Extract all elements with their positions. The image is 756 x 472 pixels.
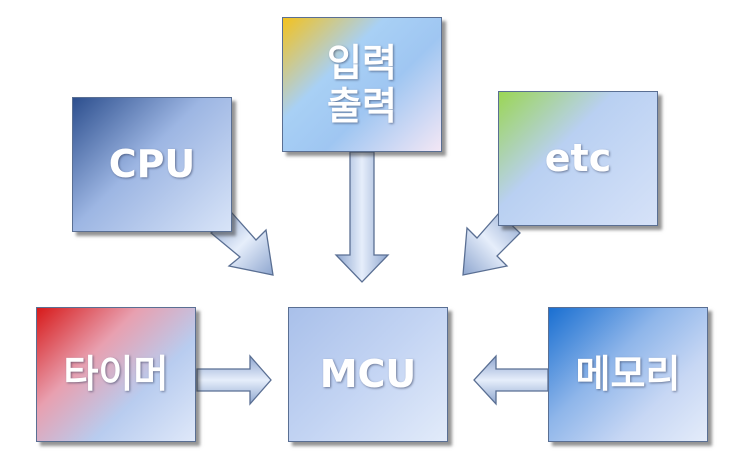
node-cpu-label: CPU <box>108 142 196 187</box>
node-memory-label: 메모리 <box>575 352 681 397</box>
node-timer: 타이머 <box>36 307 196 442</box>
node-timer-label: 타이머 <box>63 352 169 397</box>
arrow-io-to-mcu <box>334 151 390 283</box>
node-io: 입력 출력 <box>282 17 442 152</box>
node-etc-label: etc <box>544 136 612 181</box>
arrow-etc-to-mcu <box>462 212 521 276</box>
node-etc: etc <box>498 91 658 226</box>
node-mcu-label: MCU <box>319 352 417 397</box>
node-cpu: CPU <box>72 97 232 232</box>
arrow-timer-to-mcu <box>196 354 272 406</box>
node-io-label: 입력 출력 <box>327 40 397 128</box>
node-memory: 메모리 <box>548 307 708 442</box>
node-mcu: MCU <box>288 307 448 442</box>
arrow-memory-to-mcu <box>473 354 549 406</box>
